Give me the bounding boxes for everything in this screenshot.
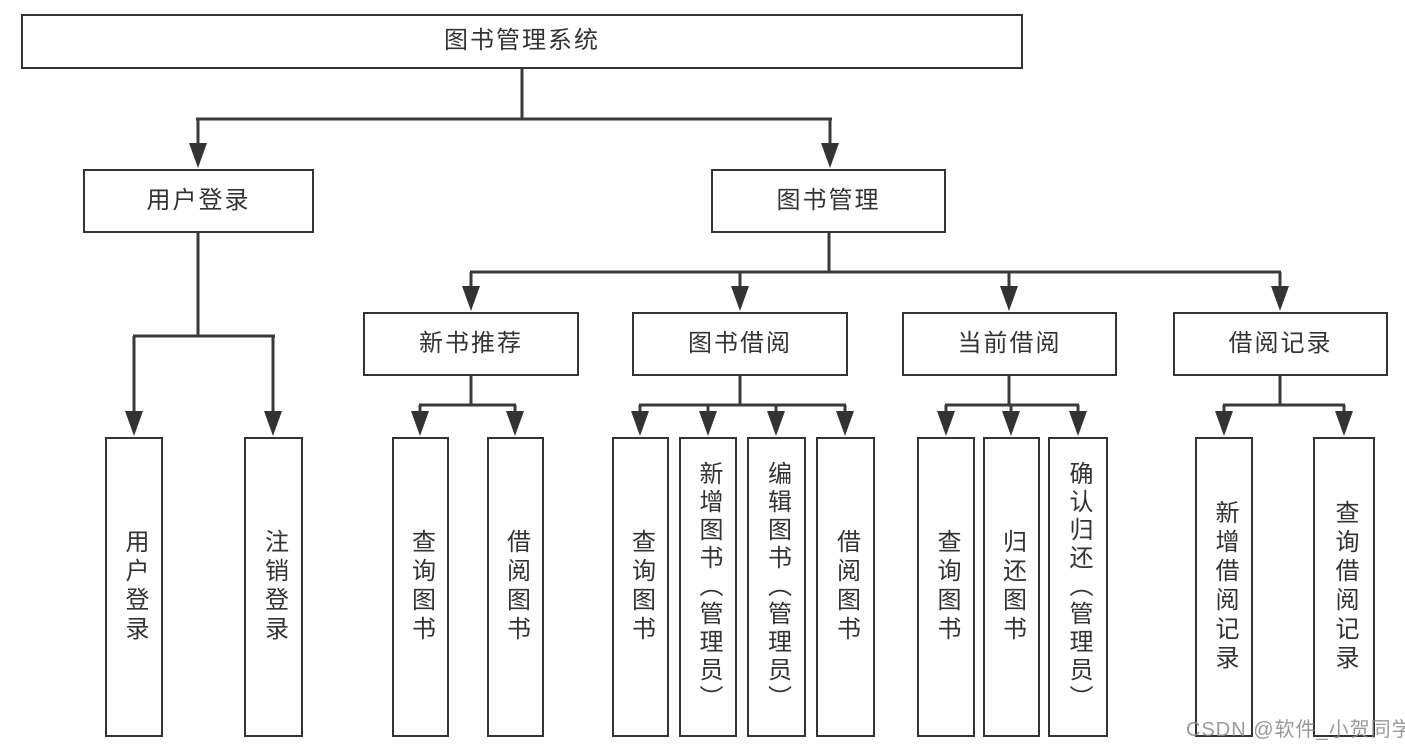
- arrow-down-icon: [1215, 405, 1233, 436]
- node-borrow-records: 借阅记录: [1173, 312, 1388, 376]
- arrow-down-icon: [731, 272, 749, 311]
- connector-current-to-leaves: [945, 376, 1079, 407]
- connector-borrow-to-leaves: [639, 376, 846, 407]
- arrow-down-icon: [1335, 405, 1353, 436]
- arrow-down-icon: [937, 405, 955, 436]
- arrow-down-icon: [506, 405, 524, 436]
- arrow-down-icon: [631, 405, 649, 436]
- leaf-borrow-books: 借阅图书: [487, 437, 544, 737]
- arrow-down-icon: [699, 405, 717, 436]
- leaf-logout: 注销登录: [244, 437, 303, 737]
- node-book-borrow: 图书借阅: [632, 312, 848, 376]
- leaf-query-borrow-record: 查询借阅记录: [1313, 437, 1375, 737]
- arrow-down-icon: [821, 119, 839, 168]
- node-user-login: 用户登录: [83, 169, 314, 233]
- leaf-user-login: 用户登录: [105, 437, 163, 737]
- connector-login-to-leaves: [133, 233, 275, 338]
- arrow-down-icon: [125, 336, 143, 436]
- leaf-edit-books-admin: 编辑图书（管理员）: [747, 437, 806, 737]
- arrow-down-icon: [462, 272, 480, 311]
- arrow-down-icon: [1000, 272, 1018, 311]
- arrow-down-icon: [1002, 405, 1020, 436]
- arrow-down-icon: [767, 405, 785, 436]
- leaf-query-books: 查询图书: [392, 437, 449, 737]
- connector-root-to-level2: [196, 69, 832, 121]
- node-current-borrow: 当前借阅: [902, 312, 1117, 376]
- connector-records-to-leaves: [1223, 376, 1345, 407]
- leaf-confirm-return-admin: 确认归还（管理员）: [1048, 437, 1108, 737]
- leaf-borrow-books-2: 借阅图书: [816, 437, 875, 737]
- connector-mgmt-to-level3: [470, 233, 1281, 274]
- arrow-down-icon: [836, 405, 854, 436]
- leaf-add-books-admin: 新增图书（管理员）: [679, 437, 737, 737]
- connector-recommend-to-leaves: [419, 376, 516, 407]
- csdn-watermark: CSDN @软件_小贺同学: [1186, 719, 1405, 741]
- leaf-query-books-2: 查询图书: [612, 437, 669, 737]
- arrow-down-icon: [264, 336, 282, 436]
- arrow-down-icon: [1069, 405, 1087, 436]
- arrow-down-icon: [189, 119, 207, 168]
- node-root-system: 图书管理系统: [21, 14, 1023, 69]
- arrow-down-icon: [1271, 272, 1289, 311]
- node-book-management: 图书管理: [711, 169, 946, 233]
- leaf-query-books-3: 查询图书: [917, 437, 975, 737]
- leaf-return-books: 归还图书: [983, 437, 1040, 737]
- arrow-down-icon: [411, 405, 429, 436]
- node-new-book-recommend: 新书推荐: [363, 312, 579, 376]
- leaf-add-borrow-record: 新增借阅记录: [1195, 437, 1253, 737]
